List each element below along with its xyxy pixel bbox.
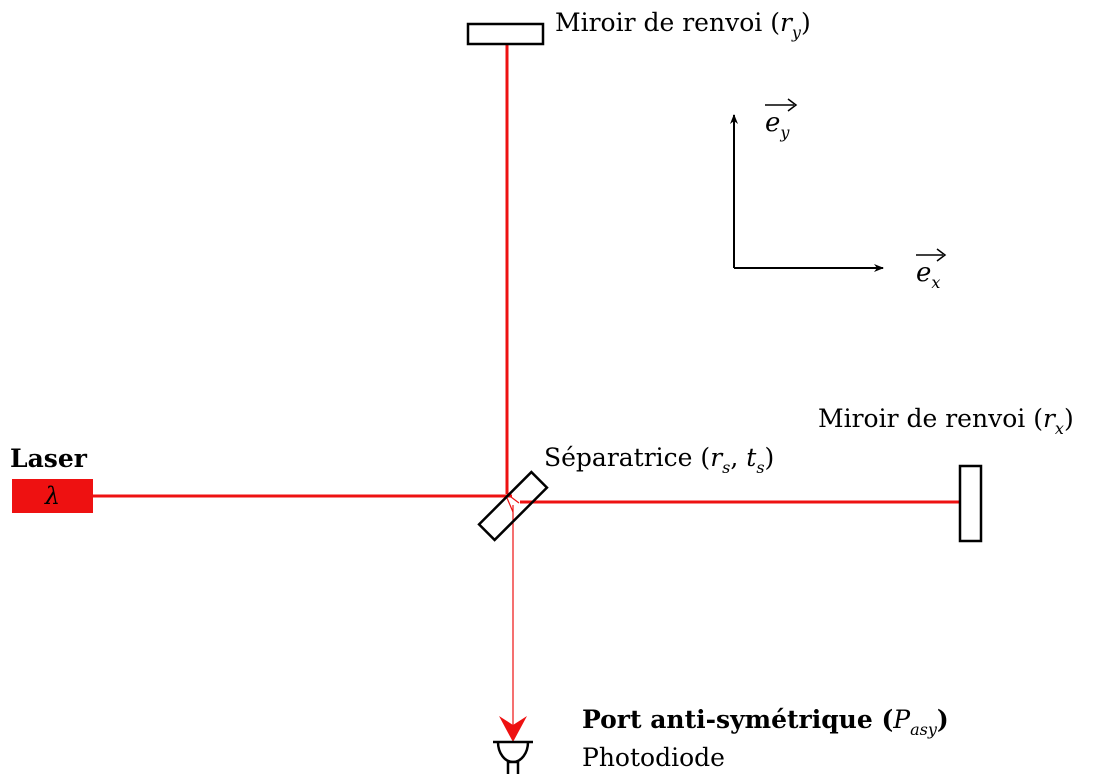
mirror-x-label: Miroir de renvoi (rx) (818, 404, 1074, 438)
ex-label: ex (916, 258, 941, 292)
laser-label: Laser (10, 444, 87, 473)
laser-wavelength: λ (44, 482, 61, 510)
beam-internal-2 (506, 497, 514, 513)
beamsplitter (477, 470, 549, 542)
mirror-y-label: Miroir de renvoi (ry) (555, 8, 811, 42)
laser-source (12, 479, 93, 513)
mirror-y (466, 22, 545, 46)
port-label: Port anti-symétrique (Pasy) (582, 705, 949, 739)
vector-arrow-ex (916, 248, 947, 262)
photodiode-icon (493, 740, 533, 774)
separatrice-label: Séparatrice (rs, ts) (544, 443, 775, 477)
output-arrowhead (499, 716, 527, 742)
mirror-x (958, 464, 983, 543)
photodiode-label: Photodiode (582, 743, 725, 772)
ey-label: ey (765, 108, 790, 142)
vector-arrow-ey (765, 98, 798, 112)
